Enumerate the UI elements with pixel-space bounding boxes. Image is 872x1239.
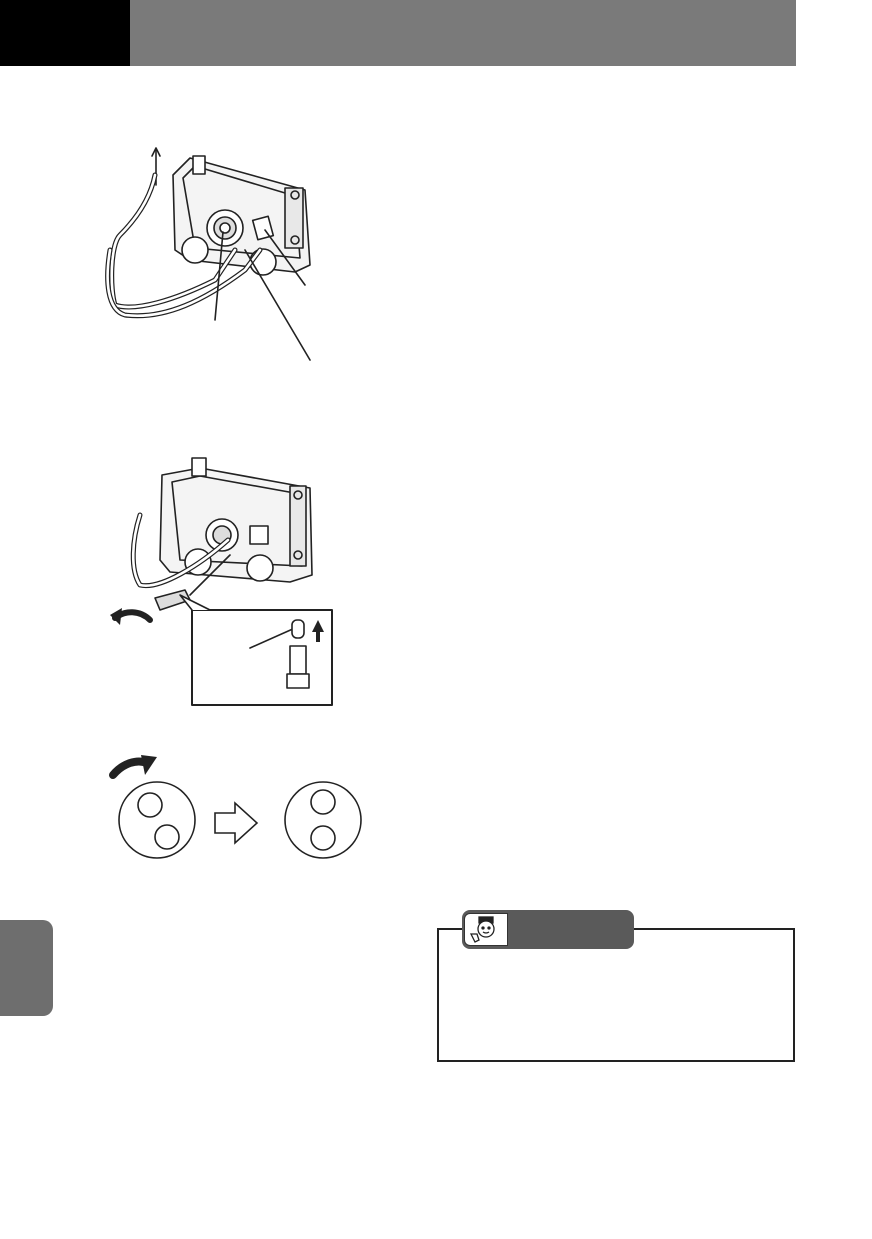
header-black-block (0, 0, 130, 66)
header-title-bar (130, 0, 796, 66)
rotation-diagram-figure (105, 745, 365, 860)
mechanic-icon (464, 913, 508, 946)
note-label (514, 920, 626, 940)
bulb-removal-figure (100, 450, 340, 710)
section-side-tab (0, 920, 53, 1016)
note-text (452, 958, 782, 1048)
headlight-wiring-figure (95, 140, 325, 370)
